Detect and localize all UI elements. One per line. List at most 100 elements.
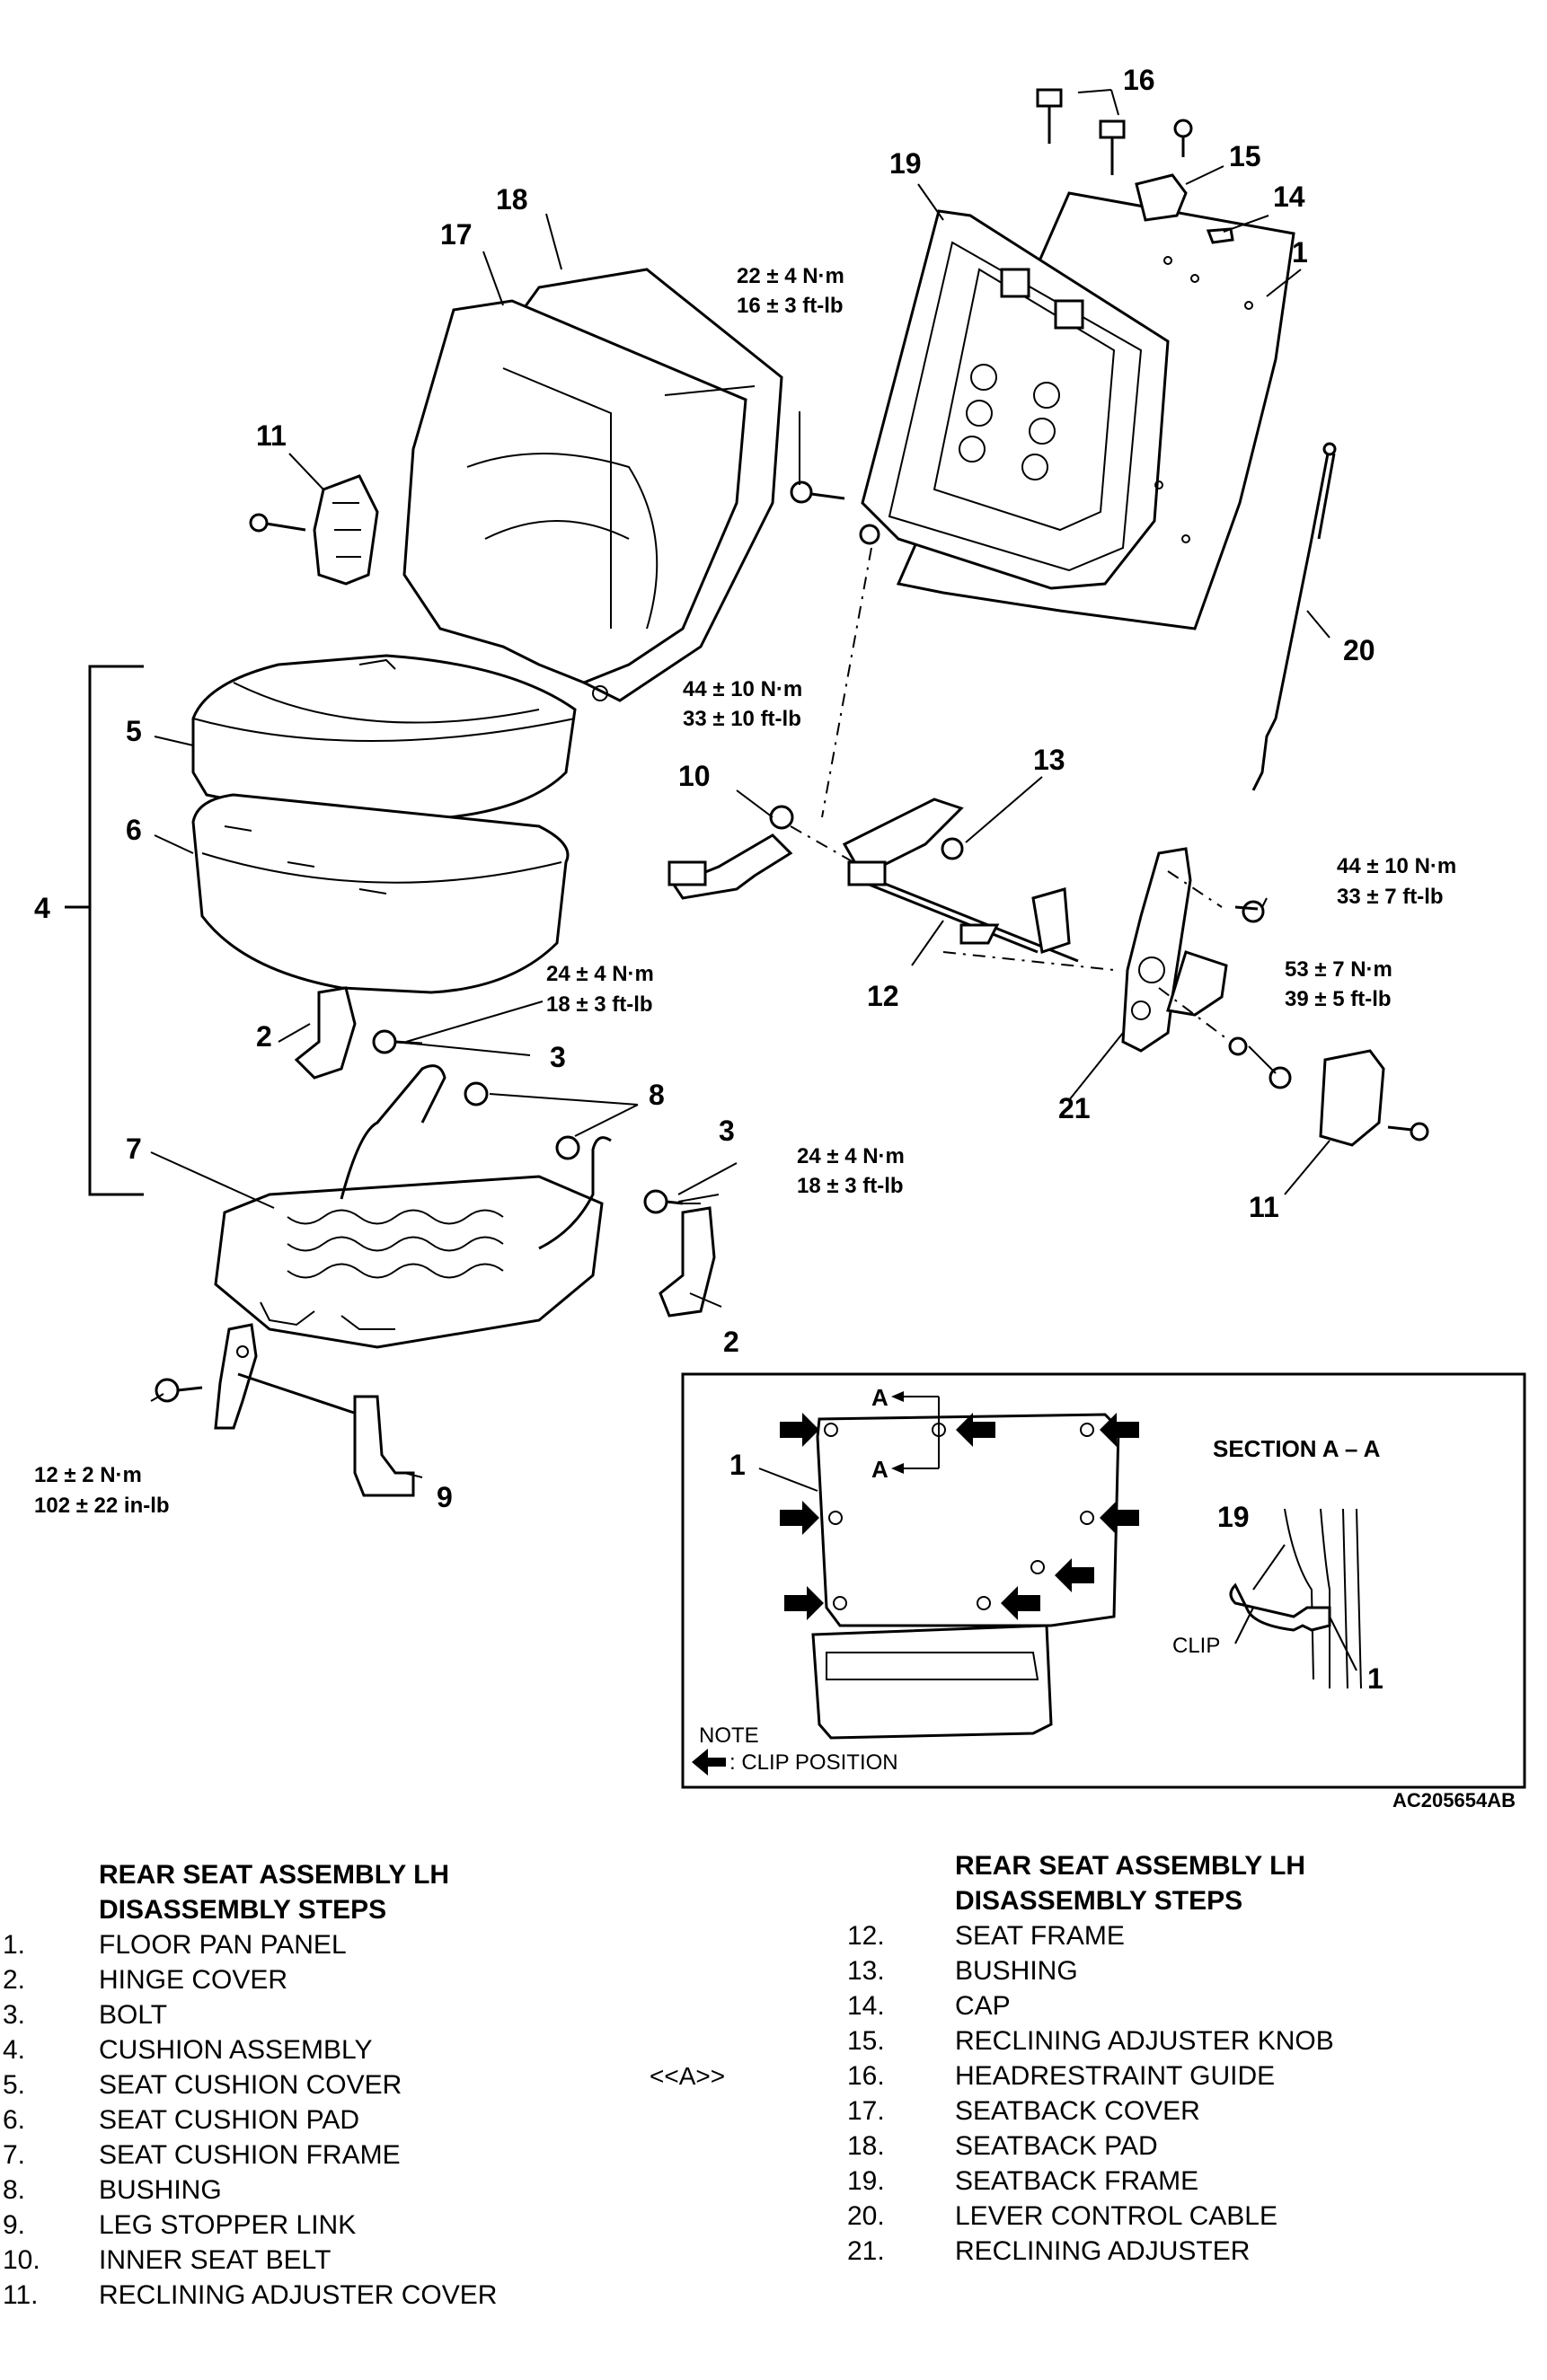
note-clip-arrow: [692, 1749, 726, 1776]
callout-2b: 2: [723, 1326, 739, 1358]
inset-callout-1: 1: [729, 1449, 746, 1481]
callout-21: 21: [1058, 1092, 1091, 1124]
callout-15: 15: [1229, 140, 1261, 172]
note-text: : CLIP POSITION: [729, 1750, 898, 1775]
callout-19: 19: [889, 147, 922, 180]
inset-a-bottom: A: [871, 1456, 888, 1483]
adjuster-cover-right: [1319, 1049, 1429, 1147]
fasteners: [155, 1029, 684, 1403]
torque-5b: 18 ± 3 ft-lb: [546, 992, 653, 1017]
assembly-line-4: [1167, 870, 1223, 908]
clip-arrow-4: [780, 1501, 819, 1535]
torque-7b: 102 ± 22 in-lb: [34, 1494, 170, 1518]
clip-label: CLIP: [1172, 1634, 1220, 1658]
inner-seat-belt: [667, 805, 794, 900]
callout-3b: 3: [719, 1115, 735, 1147]
callout-17: 17: [440, 218, 473, 251]
callout-7: 7: [126, 1133, 142, 1165]
clip-arrow-6: [1055, 1558, 1094, 1592]
inset-callout-19: 19: [1217, 1501, 1250, 1533]
cap: [1206, 227, 1234, 244]
callout-numbers: 16 15 14 1 19 18 17 11 20 5 6 10 13 4 12…: [34, 64, 1375, 1513]
callout-20: 20: [1343, 634, 1375, 666]
legend-item: 12.SEAT FRAME: [847, 1921, 1125, 1951]
callout-12: 12: [867, 980, 899, 1012]
bushing-13: [941, 837, 964, 860]
torque-7a: 12 ± 2 N·m: [34, 1463, 142, 1487]
callout-1: 1: [1292, 236, 1308, 269]
callout-3: 3: [550, 1041, 566, 1073]
legend-item: 2.HINGE COVER: [3, 1965, 288, 1995]
clip-arrow-5: [1100, 1501, 1139, 1535]
assembly-line-2: [790, 825, 854, 863]
callout-8: 8: [649, 1079, 665, 1111]
lever-control-cable: [1251, 442, 1337, 791]
legend-left: REAR SEAT ASSEMBLY LH DISASSEMBLY STEPS …: [3, 1857, 498, 2313]
clip-arrow-1: [780, 1413, 819, 1447]
legend-item: 7.SEAT CUSHION FRAME: [3, 2140, 401, 2170]
torque-4a: 53 ± 7 N·m: [1285, 957, 1392, 982]
torque-4b: 39 ± 5 ft-lb: [1285, 987, 1392, 1011]
torque-2b: 33 ± 10 ft-lb: [683, 707, 801, 731]
callout-11: 11: [256, 419, 287, 452]
seatback-assembly: [402, 268, 783, 702]
legend-item: 17.SEATBACK COVER: [847, 2096, 1200, 2126]
adjuster-fasteners: [1228, 900, 1292, 1089]
reclining-adjuster: [1121, 847, 1228, 1053]
legend-left-heading-1: REAR SEAT ASSEMBLY LH: [99, 1860, 450, 1890]
legend-item: 3.BOLT: [3, 2000, 168, 2030]
cushion-assembly-bracket: [88, 665, 144, 1196]
clip-arrow-2: [956, 1413, 995, 1447]
figure-id: AC205654AB: [1392, 1789, 1516, 1811]
seatback-frame: [861, 191, 1295, 630]
inset-callout-1b: 1: [1367, 1662, 1383, 1695]
leader-lines: [150, 89, 1330, 1478]
legend-left-list: 1.FLOOR PAN PANEL 2.HINGE COVER 3.BOLT 4…: [3, 1927, 498, 2313]
legend-left-heading-2: DISASSEMBLY STEPS: [99, 1895, 387, 1925]
callout-11b: 11: [1249, 1191, 1279, 1223]
section-label: SECTION A – A: [1213, 1435, 1381, 1462]
legend-right: REAR SEAT ASSEMBLY LH DISASSEMBLY STEPS …: [847, 1848, 1334, 2269]
callout-2: 2: [256, 1020, 272, 1053]
callout-9: 9: [437, 1481, 453, 1513]
assembly-line-1: [821, 547, 872, 818]
legend-item: 6.SEAT CUSHION PAD: [3, 2105, 360, 2135]
torque-3b: 33 ± 7 ft-lb: [1337, 885, 1444, 909]
torque-5a: 24 ± 4 N·m: [546, 962, 654, 986]
callout-10: 10: [678, 760, 711, 792]
legend-item: 9.LEG STOPPER LINK: [3, 2210, 357, 2240]
legend-item: 1.FLOOR PAN PANEL: [3, 1930, 347, 1960]
reclining-adjuster-knob: [1135, 173, 1188, 222]
inset-a-top: A: [871, 1384, 888, 1411]
adjuster-cover-left: [249, 474, 379, 586]
seat-cushion-frame: [214, 1064, 612, 1349]
legend-item: 14.CAP: [847, 1991, 1011, 2021]
callout-13: 13: [1033, 744, 1065, 776]
seat-frame: [842, 798, 1079, 963]
torque-1b: 16 ± 3 ft-lb: [737, 294, 844, 318]
section-inset: 1 19 1 A A SECTION A – A CLIP NOTE : CLI…: [681, 1372, 1526, 1789]
legend-item: 10.INNER SEAT BELT: [3, 2245, 332, 2275]
seat-cushion-pad: [191, 793, 570, 994]
torque-1a: 22 ± 4 N·m: [737, 264, 844, 288]
callout-16: 16: [1123, 64, 1155, 96]
legend-item: 19.SEATBACK FRAME: [847, 2166, 1199, 2196]
torque-specs: 22 ± 4 N·m 16 ± 3 ft-lb 44 ± 10 N·m 33 ±…: [34, 264, 1456, 1518]
torque-2a: 44 ± 10 N·m: [683, 677, 802, 701]
assembly-line-3: [942, 951, 1115, 971]
legend-item: 13.BUSHING: [847, 1956, 1078, 1986]
legend-right-heading-2: DISASSEMBLY STEPS: [955, 1886, 1243, 1916]
legend-right-list: 12.SEAT FRAME 13.BUSHING 14.CAP 15.RECLI…: [847, 1918, 1334, 2269]
legend-right-heading-1: REAR SEAT ASSEMBLY LH: [955, 1851, 1306, 1881]
callout-14: 14: [1273, 181, 1305, 213]
clip-arrow-7: [784, 1586, 824, 1620]
callout-6: 6: [126, 814, 142, 846]
callout-4: 4: [34, 892, 50, 924]
legend-item: 16.HEADRESTRAINT GUIDE: [847, 2061, 1276, 2091]
torque-3a: 44 ± 10 N·m: [1337, 854, 1456, 878]
seat-cushion-cover: [191, 654, 577, 819]
hinge-covers: [294, 986, 716, 1318]
legend-item: 8.BUSHING: [3, 2175, 222, 2205]
exploded-view-diagram: 16 15 14 1 19 18 17 11 20 5 6 10 13 4 12…: [34, 64, 1526, 1811]
legend-item: 11.RECLINING ADJUSTER COVER: [3, 2280, 498, 2310]
